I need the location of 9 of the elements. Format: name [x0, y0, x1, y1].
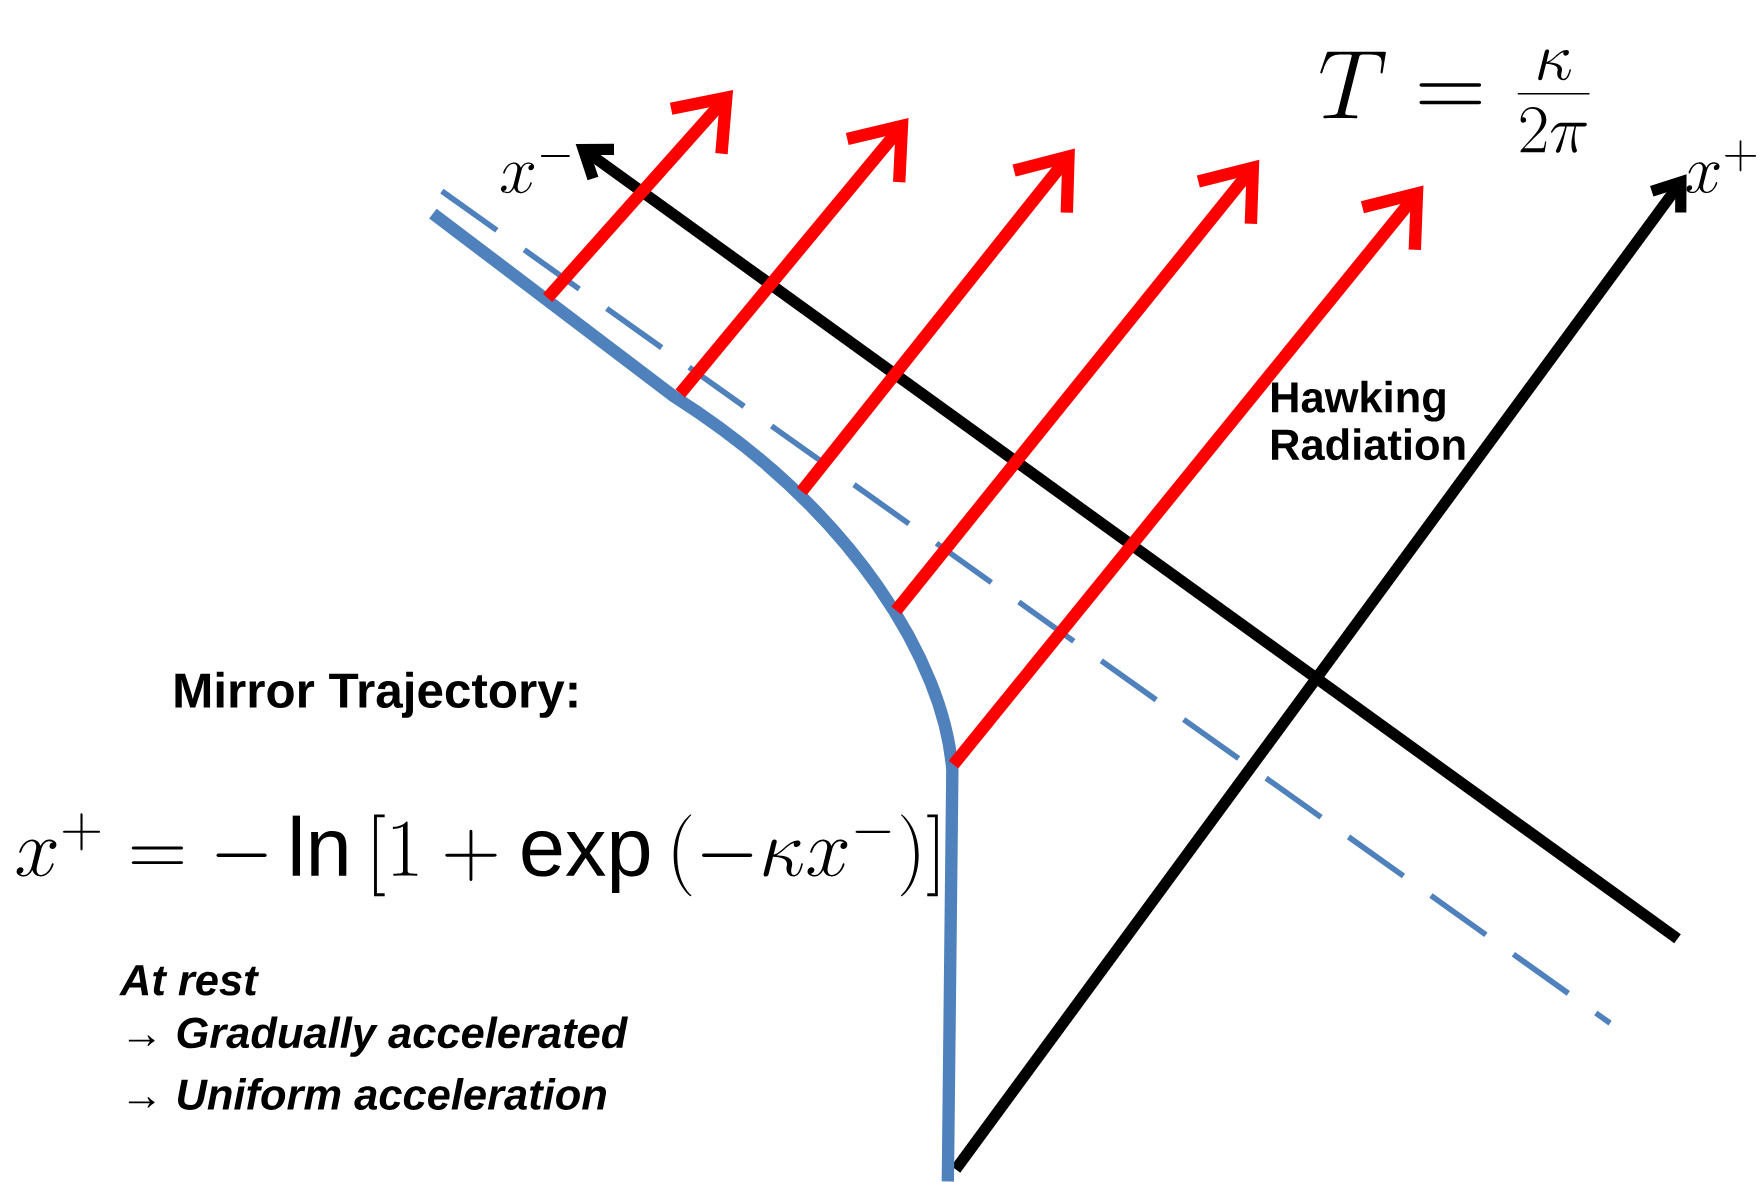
note: → Uniform acceleration [128, 1078, 607, 1111]
note: At rest [119, 965, 260, 996]
axis-label: $x^{+}$ [1686, 140, 1756, 194]
temperature-formula: $T = \frac{\kappa}{2\pi}$ [1320, 49, 1590, 153]
axis-label: $x^{-}$ [500, 155, 570, 194]
heading: Mirror Trajectory: [175, 671, 577, 718]
trajectory-formula: $x^{+} = -\ln\left[1+\exp\left(-\kappa x^{-}\right)\right]$ [16, 813, 938, 897]
radiation-label: Hawking Radiation [1272, 380, 1465, 461]
note: → Gradually accelerated [128, 1016, 628, 1057]
